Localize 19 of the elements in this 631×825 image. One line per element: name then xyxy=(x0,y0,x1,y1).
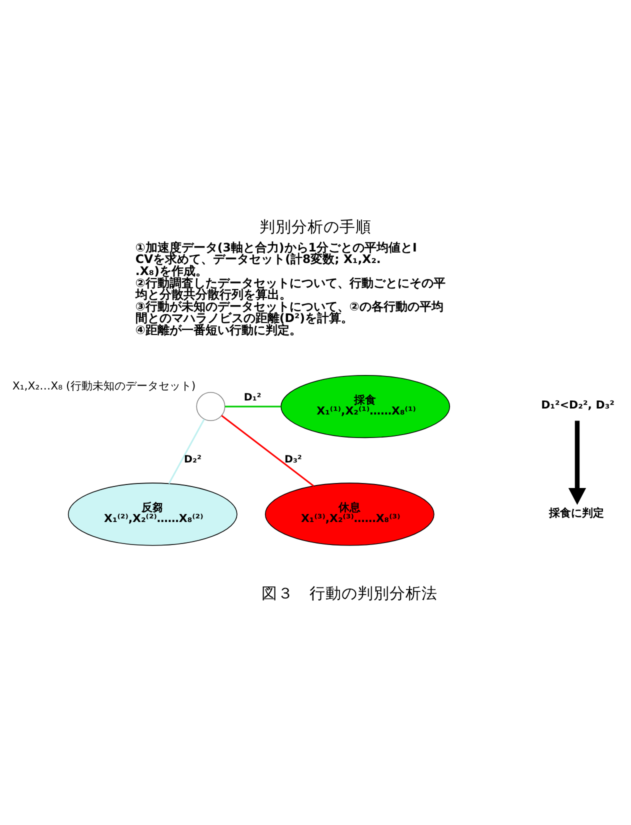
node-ellipse: 休息 X₁⁽³⁾,X₂⁽³⁾……X₈⁽³⁾ xyxy=(264,482,434,546)
connector xyxy=(225,406,281,408)
caption: 図３ 行動の判別分析法 xyxy=(262,584,438,603)
label: ①加速度データ(3軸と合力)から1分ごとの平均値とICVを求めて、データセット(計8変数; X₁,X₂..X₈)を作成。 xyxy=(135,240,417,278)
node-ellipse: 反芻 X₁⁽²⁾,X₂⁽²⁾……X₈⁽²⁾ xyxy=(68,482,238,546)
node-text: 採食に判定 xyxy=(548,506,604,520)
edge-label: D₂² xyxy=(184,454,202,466)
node-label: X₁,X₂…X₈ (行動未知のデータセット) xyxy=(12,379,196,392)
edge-label: D₃² xyxy=(284,454,302,466)
node-ellipse: 採食 X₁⁽¹⁾,X₂⁽¹⁾……X₈⁽¹⁾ xyxy=(280,374,450,438)
connector xyxy=(221,415,314,487)
node-text: D₁²<D₂², D₃² xyxy=(541,398,614,412)
connector xyxy=(168,418,205,484)
label: ④距離が一番短い行動に判定。 xyxy=(135,322,302,337)
arrow xyxy=(568,420,586,505)
label: ②行動調査したデータセットについて、行動ごとにその平均と分散共分散行列を算出。 xyxy=(135,276,446,302)
diagram-title: 判別分析の手順 xyxy=(260,216,372,236)
node-circle xyxy=(196,392,226,422)
edge-label: D₁² xyxy=(244,392,262,404)
